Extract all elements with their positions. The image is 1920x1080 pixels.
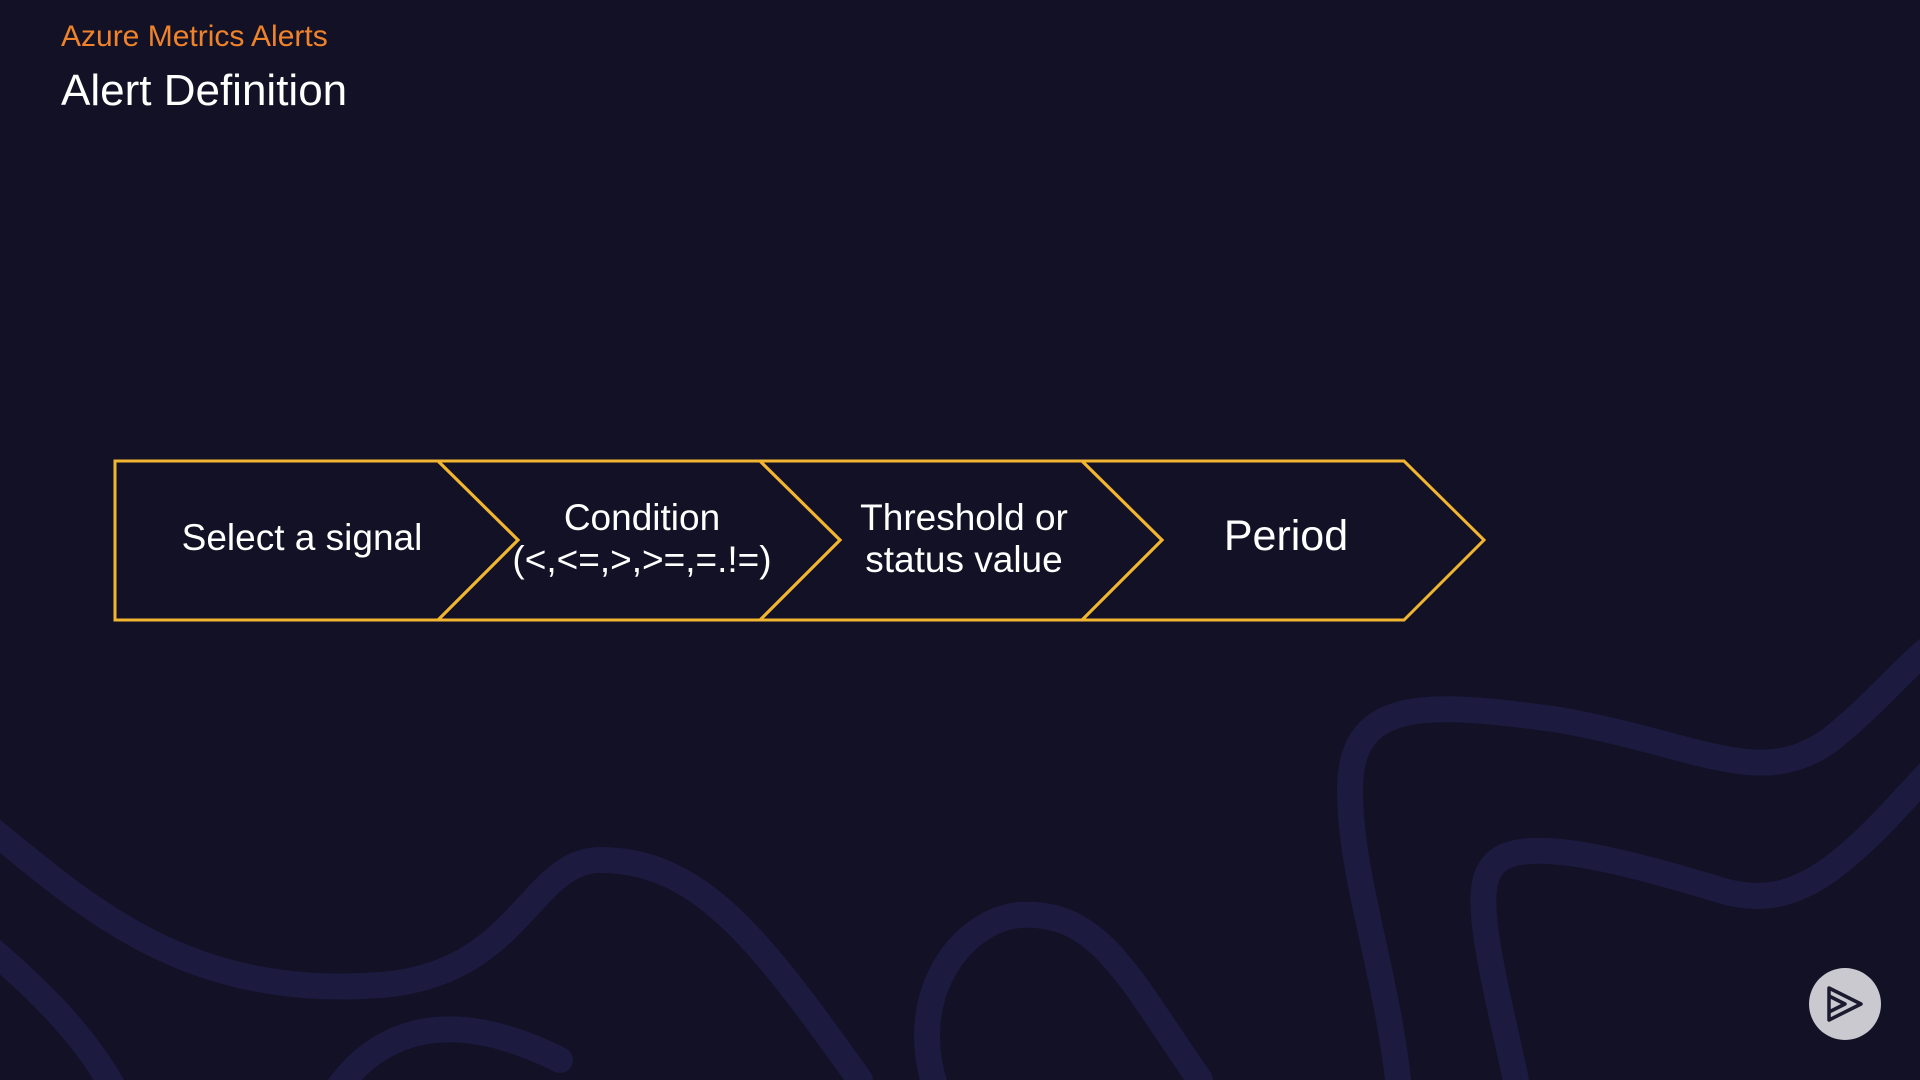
play-logo-icon [1809,968,1881,1040]
step-label-threshold: Threshold or status value [860,497,1068,580]
slide-kicker: Azure Metrics Alerts [61,20,328,53]
step-label-period: Period [1223,512,1349,560]
step-label-select-signal: Select a signal [181,517,423,558]
slide-title: Alert Definition [61,66,348,115]
step-label-condition: Condition (<,<=,>,>=,=.!=) [512,497,772,580]
step-shape-period [1078,459,1487,622]
